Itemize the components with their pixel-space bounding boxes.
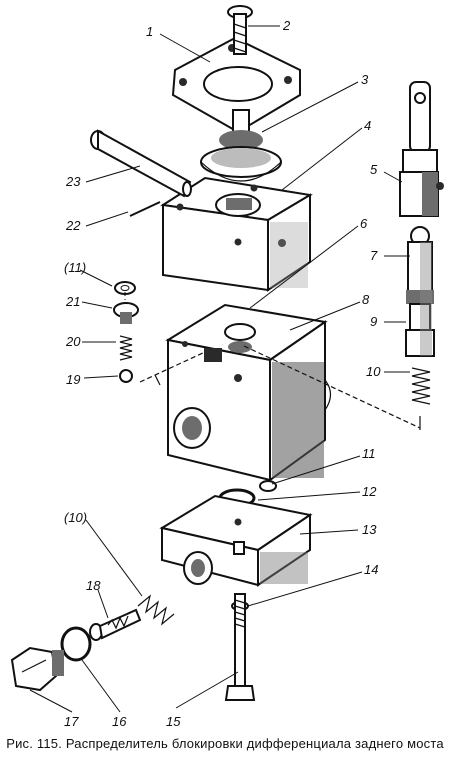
part-8-main-body (165, 303, 332, 482)
label-11: 11 (362, 446, 376, 461)
label-16: 16 (112, 714, 127, 729)
label-8: 8 (362, 292, 370, 307)
part-3-valve-diaphragm (200, 109, 282, 182)
label-3: 3 (361, 72, 369, 87)
label-11-paren: (11) (64, 260, 86, 275)
part-labels: 1 2 3 4 5 6 7 8 9 10 11 12 13 14 15 16 1… (64, 18, 381, 729)
label-10: 10 (366, 364, 381, 379)
part-18-valve (89, 608, 142, 641)
label-15: 15 (166, 714, 181, 729)
part-7-9-plunger (405, 226, 435, 357)
leader-lines (29, 25, 410, 713)
part-19-ball (119, 369, 133, 383)
label-20: 20 (65, 334, 81, 349)
label-18: 18 (86, 578, 101, 593)
label-17: 17 (64, 714, 79, 729)
label-12: 12 (362, 484, 377, 499)
label-2: 2 (282, 18, 291, 33)
part-20-spring (119, 335, 133, 361)
part-21-plug (113, 302, 139, 324)
label-10-paren: (10) (64, 510, 87, 525)
part-16-washer (60, 626, 92, 662)
assembly-lines (124, 292, 421, 430)
label-7: 7 (370, 248, 378, 263)
part-11-washer (259, 480, 277, 492)
label-19: 19 (66, 372, 80, 387)
part-10-spring (411, 367, 431, 405)
label-6: 6 (360, 216, 368, 231)
part-10-spring-lower (137, 594, 175, 626)
label-22: 22 (65, 218, 81, 233)
label-14: 14 (364, 562, 378, 577)
part-22-split-pin (129, 201, 161, 217)
part-13-lower-cover (159, 494, 313, 587)
part-17-plug (10, 646, 64, 692)
part-5-fork (399, 81, 444, 217)
label-1: 1 (146, 24, 153, 39)
part-2-screw (227, 5, 253, 55)
figure-caption: Рис. 115. Распределитель блокировки дифф… (6, 736, 444, 751)
part-23-pin (90, 129, 192, 198)
label-4: 4 (364, 118, 371, 133)
part-4-upper-housing (160, 176, 313, 292)
label-13: 13 (362, 522, 377, 537)
label-5: 5 (370, 162, 378, 177)
part-11-washer-top (114, 281, 136, 295)
label-23: 23 (65, 174, 81, 189)
label-21: 21 (65, 294, 80, 309)
label-9: 9 (370, 314, 377, 329)
part-15-bolt (224, 593, 256, 701)
